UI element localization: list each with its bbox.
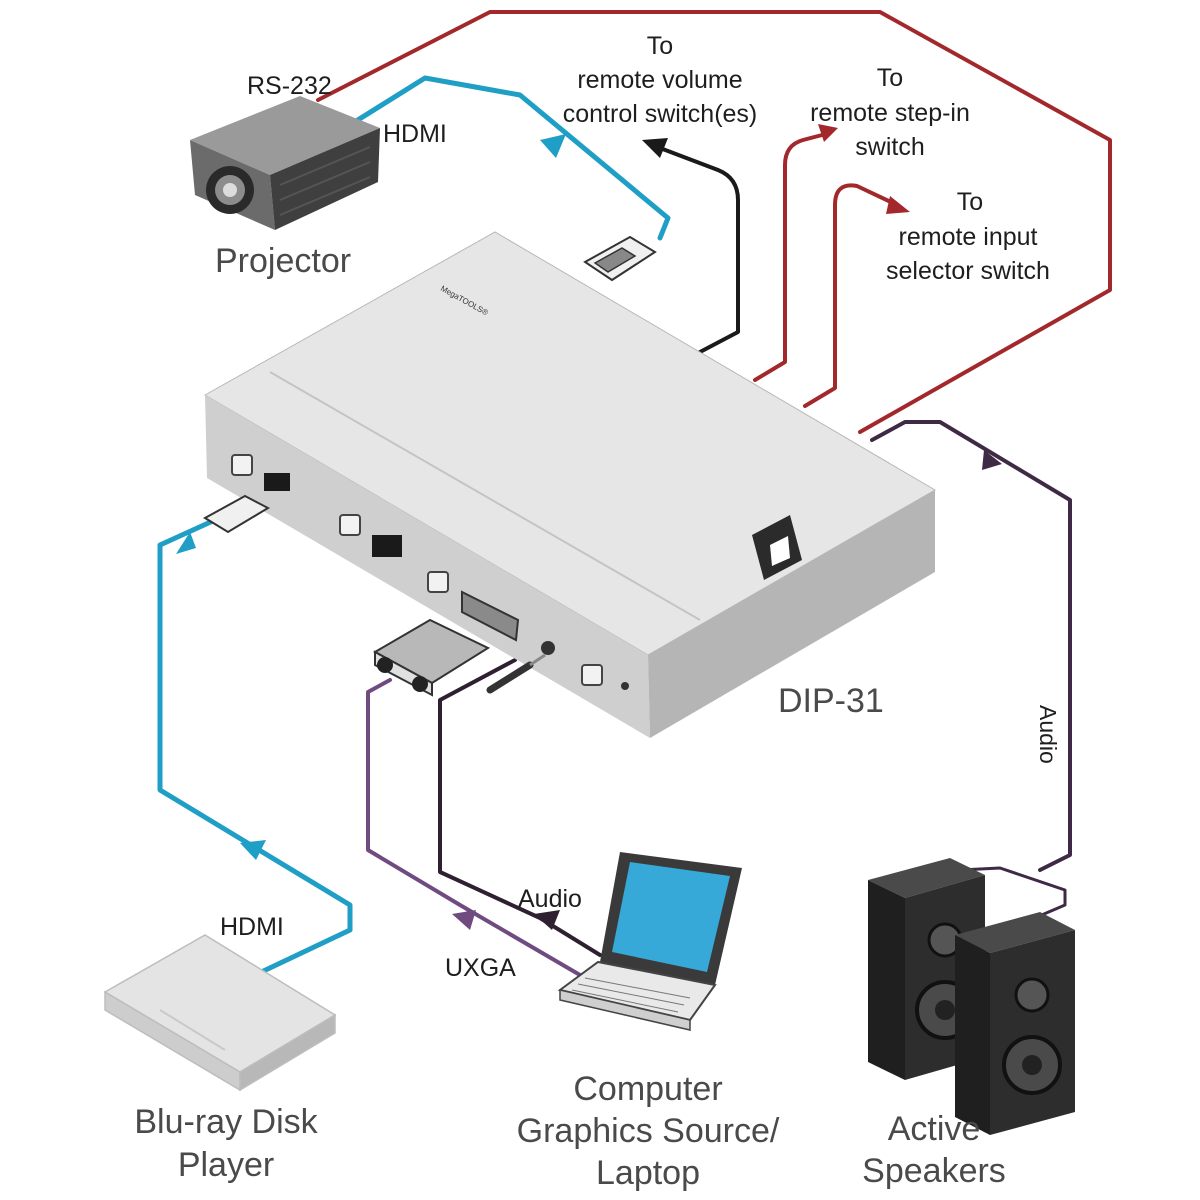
hdmi-top-label: HDMI <box>383 120 447 148</box>
vga-plug-icon <box>372 618 491 697</box>
bluray-label-line2: Player <box>178 1146 274 1184</box>
laptop-audio-cable <box>438 658 602 957</box>
step-in-remote-cable <box>753 132 828 382</box>
remote-volume-label-line3: control switch(es) <box>563 100 758 128</box>
hdmi-input-cable <box>157 517 353 978</box>
volume-remote-cable <box>658 146 740 354</box>
step-in-arrow-icon <box>818 124 838 142</box>
remote-input-label-line3: selector switch <box>886 257 1050 285</box>
remote-step-label-line1: To <box>877 64 903 92</box>
input-selector-arrow-icon <box>886 196 910 214</box>
remote-input-label-line1: To <box>957 188 983 216</box>
speaker-link-cable <box>958 866 1067 922</box>
remote-volume-label-line2: remote volume <box>577 66 742 94</box>
hdmi-input-arrow2-icon <box>240 840 266 860</box>
computer-label-line1: Computer <box>573 1070 722 1108</box>
remote-input-label-line2: remote input <box>899 223 1038 251</box>
speaker-audio-cable <box>870 420 1072 872</box>
uxga-label: UXGA <box>445 954 516 982</box>
computer-label-line3: Laptop <box>596 1154 700 1192</box>
device-model-label: DIP-31 <box>778 682 884 720</box>
speakers-label-line1: Active <box>888 1110 981 1148</box>
hdmi-plug-icon <box>583 235 657 282</box>
speakers-label-line2: Speakers <box>862 1152 1006 1190</box>
speaker-audio-arrow-icon <box>982 450 1002 470</box>
uxga-cable <box>366 678 582 977</box>
audio-right-label: Audio <box>1035 705 1061 764</box>
uxga-arrow-icon <box>452 910 476 930</box>
rs232-cable <box>316 10 1112 434</box>
computer-label-line2: Graphics Source/ <box>517 1112 780 1150</box>
projector-icon <box>190 96 380 230</box>
remote-volume-label-line1: To <box>647 32 673 60</box>
remote-step-label-line2: remote step-in <box>810 99 970 127</box>
hdmi-output-arrow-icon <box>540 134 566 158</box>
scaler-device-icon: MegaTOOLS® <box>203 231 936 738</box>
input-selector-remote-cable <box>803 183 897 408</box>
audio-jack-icon <box>486 653 546 694</box>
rs232-label: RS-232 <box>247 72 332 100</box>
audio-laptop-label: Audio <box>518 885 582 913</box>
hdmi-input-plug-icon <box>203 494 271 534</box>
speakers-icon <box>868 858 1075 1135</box>
hdmi-output-cable <box>342 75 671 241</box>
laptop-audio-arrow-icon <box>534 910 560 930</box>
bluray-player-icon <box>103 934 337 1092</box>
hdmi-input-arrow-icon <box>176 532 196 554</box>
remote-step-label-line3: switch <box>855 133 924 161</box>
projector-label: Projector <box>215 242 351 280</box>
brand-logo-icon <box>752 515 802 580</box>
bluray-label-line1: Blu-ray Disk <box>134 1103 318 1141</box>
hdmi-bottom-label: HDMI <box>220 913 284 941</box>
volume-arrow-icon <box>642 138 668 158</box>
laptop-icon <box>557 852 742 1031</box>
